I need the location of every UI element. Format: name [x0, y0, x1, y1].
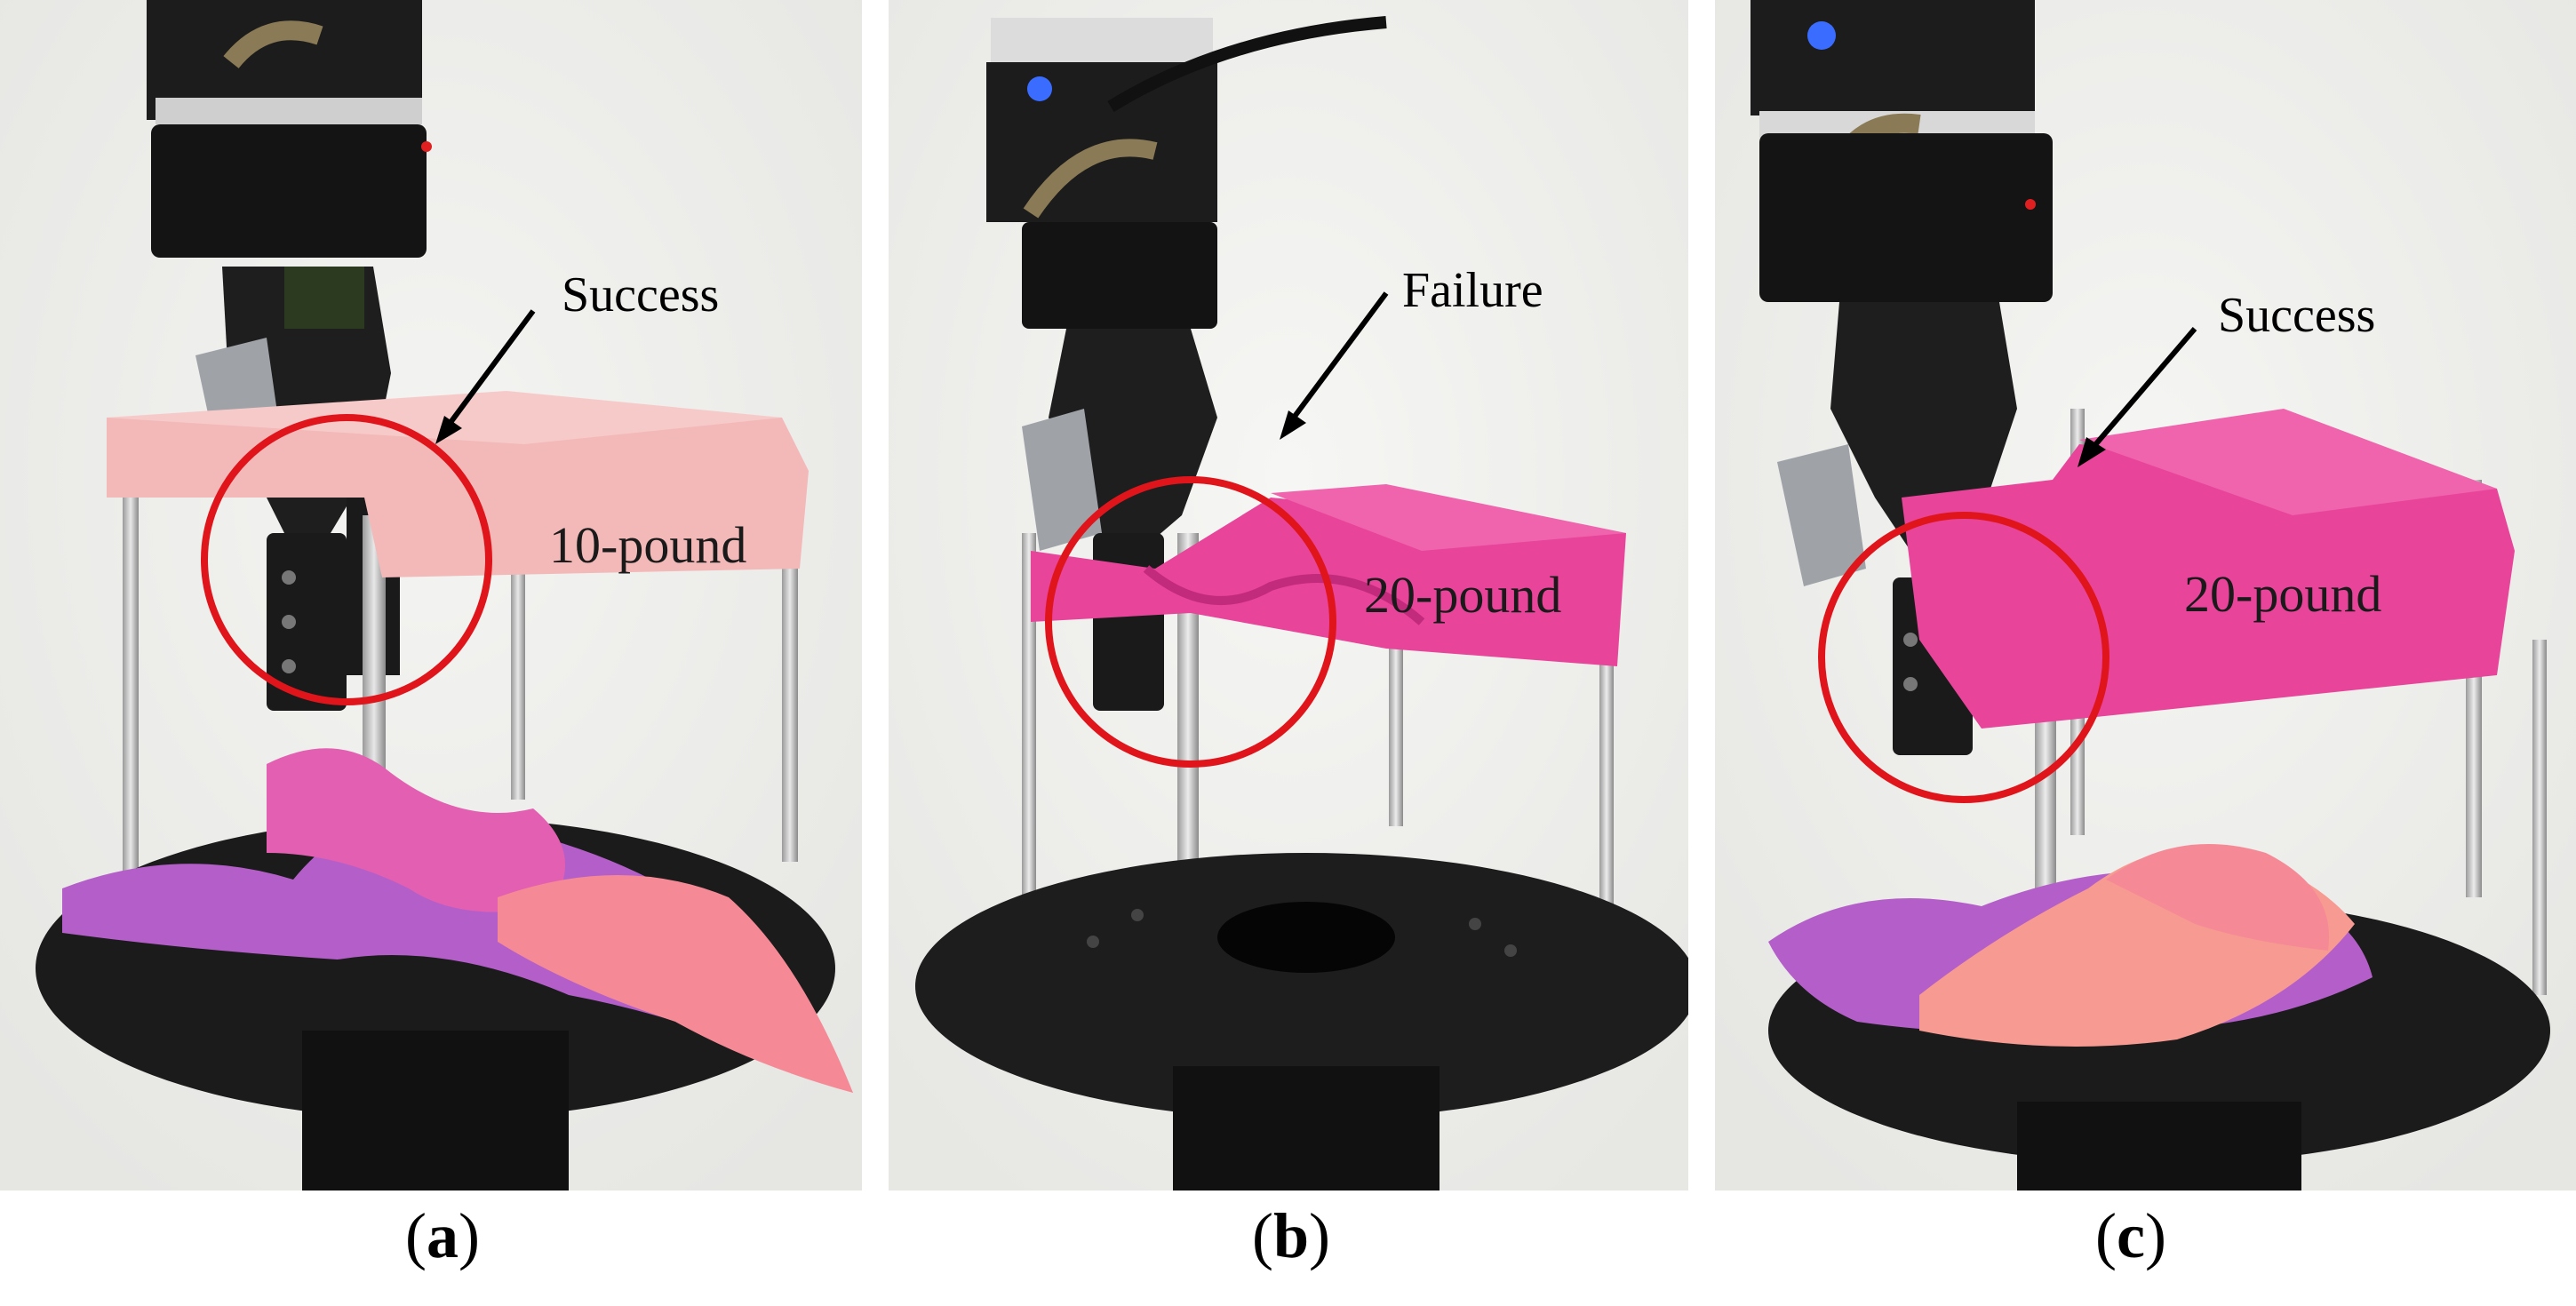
annotation-label: Failure [1402, 263, 1543, 318]
caption-b: (b) [1252, 1200, 1331, 1271]
resistance-band [107, 418, 809, 577]
panel-a-photo [0, 0, 862, 1191]
annotation-label: Success [562, 267, 720, 323]
panel-b: Failure 20-pound [889, 0, 1688, 1191]
panel-c: Success 20-pound [1715, 0, 2576, 1191]
band-weight-label: 20-pound [2184, 565, 2382, 623]
panel-a: Success 10-pound [0, 0, 862, 1191]
panel-b-photo [889, 0, 1688, 1191]
highlight-circle [201, 414, 492, 705]
caption-letter: c [2116, 1200, 2145, 1271]
caption-letter: b [1272, 1200, 1310, 1271]
caption-a: (a) [405, 1200, 480, 1271]
caption-letter: a [426, 1200, 459, 1271]
band-weight-label: 20-pound [1364, 566, 1562, 624]
annotation-label: Success [2218, 288, 2376, 343]
arrow [442, 309, 536, 433]
band-weight-label: 10-pound [549, 516, 747, 574]
panel-c-photo [1715, 0, 2576, 1191]
caption-c: (c) [2095, 1200, 2166, 1271]
